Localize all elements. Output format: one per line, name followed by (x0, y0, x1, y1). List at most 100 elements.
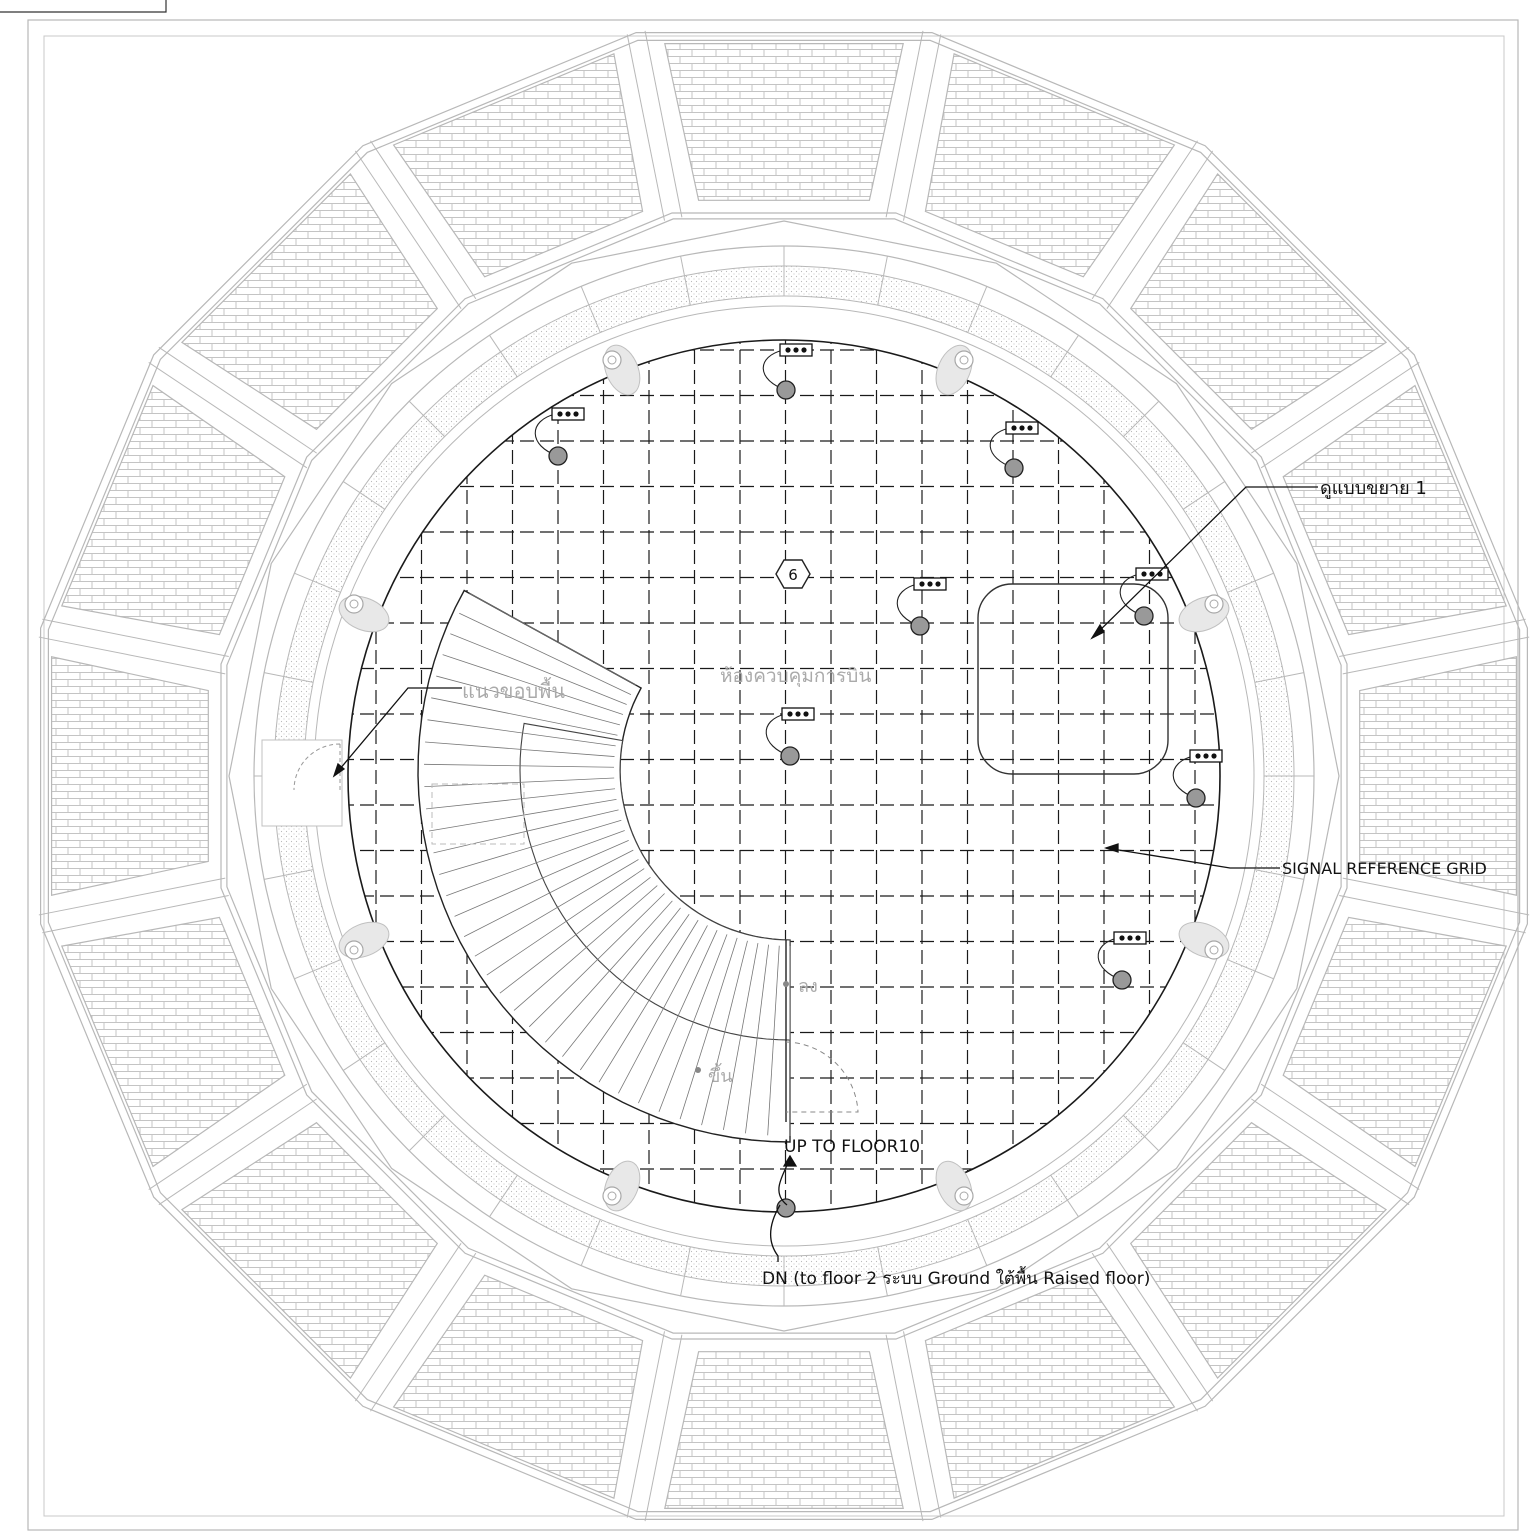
roof-polygon-rings (38, 30, 1530, 1522)
column-core (607, 355, 617, 365)
ground-point (776, 1198, 796, 1218)
column-core (349, 599, 359, 609)
roof-panel (180, 1121, 439, 1380)
roof-panel (924, 52, 1176, 278)
roof-spoke (626, 1331, 666, 1518)
stair-tread (598, 919, 699, 1083)
walkway-divider (967, 286, 988, 333)
roof-spoke (148, 1083, 308, 1190)
roof-panel (1359, 656, 1518, 896)
walkway-divider (1050, 335, 1079, 378)
stair-tread (446, 830, 625, 897)
roof-spoke (158, 1098, 317, 1206)
outlet-pin (795, 711, 801, 717)
stair-tread (439, 819, 622, 875)
column-head (344, 594, 364, 614)
roof-spoke (1251, 346, 1410, 454)
floor-outlets (534, 343, 1223, 1218)
floor-outlet (989, 421, 1039, 478)
column (935, 344, 974, 396)
outlet-pin (1011, 425, 1017, 431)
roof-spoke (626, 34, 666, 221)
walkway-divider (1123, 400, 1160, 437)
outlet-pin (1203, 753, 1209, 759)
outlet-pin (1149, 571, 1155, 577)
column-head (954, 350, 974, 370)
column-head (954, 1186, 974, 1206)
walkway-divider (1182, 481, 1225, 510)
column-head (344, 940, 364, 960)
walkway-divider (343, 481, 386, 510)
roof-panel (60, 916, 286, 1168)
ground-point-circle (776, 1198, 796, 1218)
walkway-divider (264, 869, 314, 880)
roof-spoke (38, 636, 226, 675)
stair-down-marker (783, 981, 789, 987)
roof-spoke (1091, 140, 1198, 300)
outlet-pin (1119, 935, 1125, 941)
roof-ring (39, 31, 1529, 1521)
column (602, 344, 641, 396)
outlet-pin (1195, 753, 1201, 759)
walkway-divider (680, 1246, 691, 1296)
roof-panel (664, 1351, 904, 1510)
walkway-divider (1227, 959, 1274, 980)
column-core (607, 1191, 617, 1201)
column-head (1204, 594, 1224, 614)
floor-outlet (1097, 931, 1147, 990)
stair-tread (545, 900, 673, 1043)
column-core (959, 355, 969, 365)
column (602, 1160, 641, 1212)
outlet-pin (801, 347, 807, 353)
stair-tread (433, 809, 619, 854)
roof-spoke (1342, 636, 1530, 675)
roof-spoke (1260, 362, 1420, 469)
stair-tread (679, 937, 738, 1120)
roof-spoke (158, 346, 317, 454)
perimeter-columns (338, 344, 1230, 1212)
walkway-divider (580, 286, 601, 333)
stair-tread (469, 593, 637, 686)
stair-tread (528, 893, 665, 1028)
roof-spoke (902, 34, 942, 221)
stair-tread (454, 840, 629, 917)
roof-panel (392, 52, 644, 278)
roof-spoke (902, 1331, 942, 1518)
stair-tread (450, 633, 627, 705)
outlet-pin (573, 411, 579, 417)
stair-tread (442, 654, 624, 715)
outlet-point (1134, 606, 1154, 626)
stair-up-label: ขึ้น (708, 1063, 733, 1087)
walkway-divider (489, 1174, 518, 1217)
roof-panel (1282, 916, 1508, 1168)
roof-spoke (885, 1334, 924, 1522)
outlet-pin (1019, 425, 1025, 431)
roof-spoke (148, 362, 308, 469)
column-head (1204, 940, 1224, 960)
column-core (349, 945, 359, 955)
outlet-pin (1127, 935, 1133, 941)
walkway-divider (1050, 1174, 1079, 1217)
outlet-pin (1135, 935, 1141, 941)
control-console-outline (977, 583, 1169, 775)
detail-ref-label: ดูแบบขยาย 1 (1320, 478, 1427, 499)
column (935, 1160, 974, 1212)
roof-tile-panels (50, 42, 1518, 1510)
outlet-point (1186, 788, 1206, 808)
walkway-divider (408, 400, 445, 437)
outlet-pin (1141, 571, 1147, 577)
stair-tread (499, 876, 651, 994)
stair-up-marker (695, 1067, 701, 1073)
roof-panel (60, 384, 286, 636)
stair-tread (424, 763, 615, 768)
outlet-point (910, 616, 930, 636)
floor-outlet (896, 577, 947, 636)
outlet-pin (803, 711, 809, 717)
stair-tread (426, 788, 616, 810)
outlet-point (780, 746, 800, 766)
roof-panel (664, 42, 904, 201)
roof-spoke (1339, 894, 1526, 934)
up-to-floor-label: UP TO FLOOR10 (784, 1137, 920, 1157)
column (338, 594, 390, 633)
